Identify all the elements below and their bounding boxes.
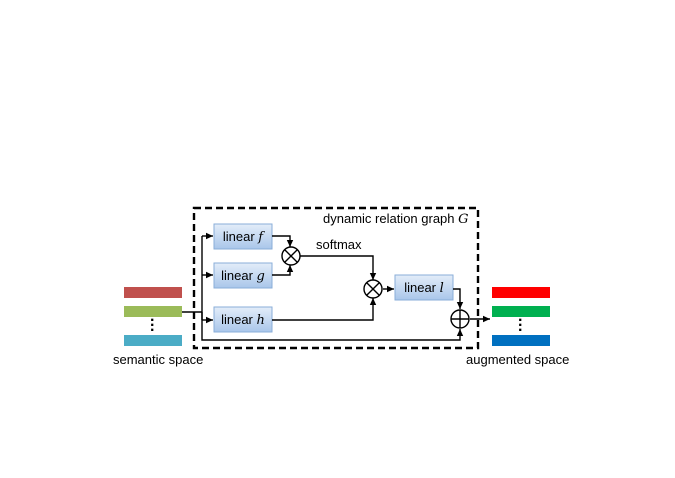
multiply-icon	[281, 246, 301, 266]
multiply-icon	[363, 279, 383, 299]
input-bar-1	[124, 287, 182, 298]
augmented-space-label: augmented space	[466, 352, 570, 367]
h-to-mul2	[272, 298, 377, 321]
vertical-ellipsis-icon: ···	[150, 312, 156, 339]
graph-container	[192, 206, 480, 350]
semantic-space-label: semantic space	[113, 352, 204, 367]
input-bar-3	[124, 335, 182, 346]
input-bar-2	[124, 306, 182, 317]
output-bar-2	[492, 306, 550, 317]
linear-h-label: linear h	[221, 312, 265, 328]
g-to-mul1	[272, 265, 294, 276]
mul1-to-mul2	[300, 255, 377, 280]
linear-h-box	[213, 306, 273, 333]
linear-g-box	[213, 262, 273, 289]
skip-connection	[201, 312, 464, 341]
softmax-label: softmax	[316, 237, 362, 252]
linear-l-label: linear l	[404, 280, 444, 296]
linear-l-box	[394, 274, 454, 301]
linear-l-to-add	[453, 288, 464, 309]
output-bar-1	[492, 287, 550, 298]
output-bar-3	[492, 335, 550, 346]
graph-title: dynamic relation graph G	[323, 211, 469, 227]
f-to-mul1	[272, 235, 294, 247]
vertical-ellipsis-icon: ···	[518, 312, 524, 339]
linear-f-label: linear f	[222, 229, 264, 245]
linear-g-label: linear g	[221, 268, 265, 284]
add-icon	[450, 309, 470, 329]
graph-symbol: G	[458, 212, 469, 227]
